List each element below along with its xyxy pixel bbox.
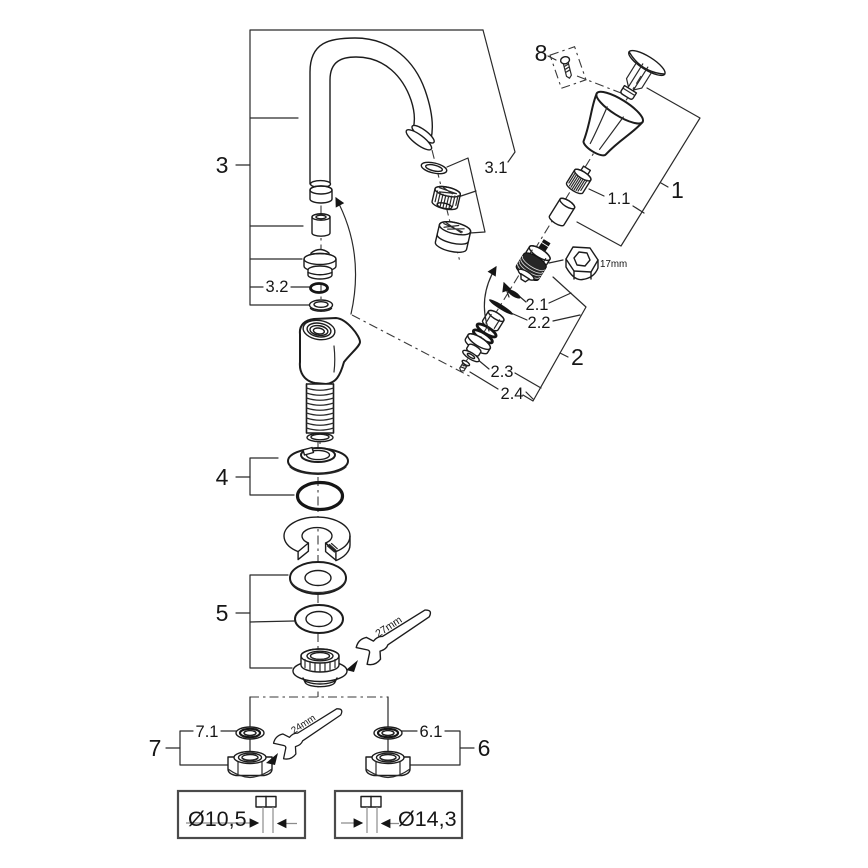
spout-o-ring (309, 282, 329, 294)
dimension-left-value: Ø10,5 (188, 807, 247, 831)
faucet-body (298, 317, 361, 443)
callout-8: 8 (535, 40, 548, 66)
curved-spacer (283, 516, 351, 562)
aerator-housing (434, 220, 472, 254)
spout-bottom-ring (308, 299, 334, 312)
dimension-box-left: Ø10,5 (176, 789, 307, 840)
dimension-box-right: Ø14,3 (333, 789, 464, 840)
supply-nut-right (365, 750, 411, 779)
callout-1-1: 1.1 (608, 190, 631, 208)
callout-6: 6 (478, 735, 491, 761)
cartridge (515, 239, 551, 283)
callout-2: 2 (571, 344, 584, 370)
callout-7-1: 7.1 (196, 723, 219, 741)
washer-2-3 (462, 349, 480, 363)
supply-washer-right (373, 726, 403, 740)
supply-washer-left (235, 726, 265, 740)
seal-2-1 (507, 289, 521, 299)
callout-3-2: 3.2 (266, 278, 289, 296)
spout-slip-ring (311, 213, 331, 237)
spout (309, 37, 435, 204)
pipe-icon-left (255, 795, 277, 833)
callout-4: 4 (216, 464, 229, 490)
callout-7: 7 (149, 735, 162, 761)
seal-2-2 (489, 299, 513, 315)
mount-washer-large (289, 561, 347, 595)
callout-2-2: 2.2 (528, 314, 551, 332)
callout-3-1: 3.1 (485, 159, 508, 177)
supply-nut-left (227, 750, 273, 779)
hex-socket-17mm (565, 246, 599, 281)
handle-knob (582, 90, 645, 157)
handle-adapter (565, 165, 592, 195)
callout-1: 1 (671, 177, 684, 203)
screw-direction-arc (483, 265, 497, 332)
aerator-insert (431, 185, 462, 211)
pipe-icon-right (360, 795, 382, 833)
screw-2-4 (459, 359, 471, 372)
callout-6-1: 6.1 (420, 723, 443, 741)
callout-brackets (165, 29, 701, 766)
handle-cap (620, 49, 666, 100)
escutcheon-o-ring (295, 480, 345, 512)
callout-2-3: 2.3 (491, 363, 514, 381)
tool-17mm-label: 17mm (600, 259, 627, 270)
screw-direction-arrow (502, 281, 512, 298)
wrench-27mm-arrow (346, 660, 358, 672)
callout-2-4: 2.4 (501, 385, 524, 403)
spacer-ring (548, 197, 576, 227)
handle-screw-box (549, 46, 587, 89)
callout-labels: 3 3.1 3.2 8 1 1.1 17mm 2 2.1 2.2 2.3 2.4… (149, 40, 684, 761)
handle-screw (559, 55, 572, 79)
mount-washer-small (294, 604, 344, 634)
callout-3: 3 (216, 152, 229, 178)
spout-connector-nut (303, 248, 337, 280)
wrench-24mm-arrow (266, 753, 278, 765)
callout-5: 5 (216, 600, 229, 626)
mounting-nut (292, 648, 348, 688)
dimension-right-value: Ø14,3 (398, 807, 457, 831)
callout-2-1: 2.1 (526, 296, 549, 314)
aerator-washer (420, 161, 448, 175)
wrench-27mm: 27mm (355, 609, 432, 666)
escutcheon (287, 446, 349, 475)
swivel-arrow (335, 196, 357, 315)
wrench-24mm: 24mm (272, 708, 343, 760)
